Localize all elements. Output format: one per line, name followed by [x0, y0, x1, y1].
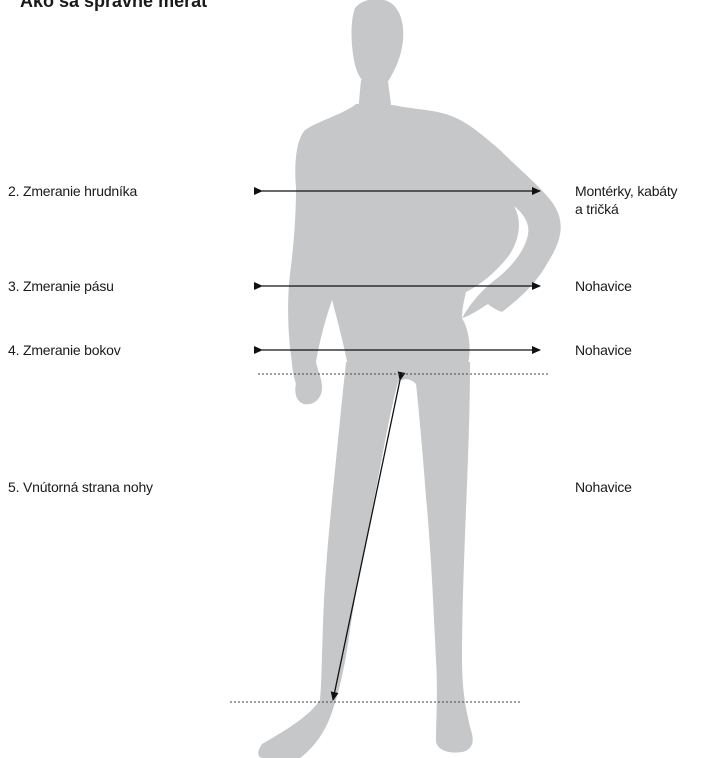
- inseam-garment-label: Nohavice: [575, 478, 632, 496]
- hip-garment-label: Nohavice: [575, 341, 632, 359]
- body-silhouette: [258, 0, 560, 758]
- chest-garment-label: Montérky, kabáty a tričká: [575, 182, 677, 218]
- chest-garment-line1: Montérky, kabáty: [575, 182, 677, 200]
- chest-measurement-label: 2. Zmeranie hrudníka: [8, 182, 137, 200]
- head: [352, 0, 404, 90]
- waist-measurement-label: 3. Zmeranie pásu: [8, 277, 114, 295]
- inseam-measurement-label: 5. Vnútorná strana nohy: [8, 478, 153, 496]
- legs: [258, 362, 472, 758]
- chest-garment-line2: a tričká: [575, 200, 677, 218]
- waist-garment-label: Nohavice: [575, 277, 632, 295]
- torso-and-arms: [288, 104, 561, 404]
- hip-measurement-label: 4. Zmeranie bokov: [8, 341, 121, 359]
